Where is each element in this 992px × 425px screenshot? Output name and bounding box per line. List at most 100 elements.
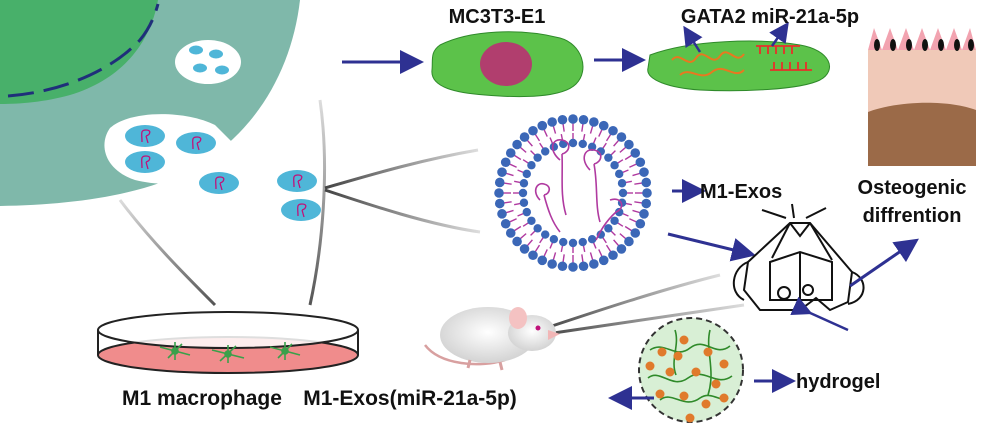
zoom-line-mouse-1 — [539, 273, 721, 332]
hydrogel-particle — [711, 379, 721, 389]
label-m1-exos-mir: M1-Exos(miR-21a-5p) — [303, 387, 517, 410]
lipid-head — [618, 188, 628, 198]
lipid-head — [505, 228, 516, 238]
exosome-bilayer — [494, 114, 652, 272]
hydrogel-particle — [691, 367, 701, 377]
macrophage-cell — [0, 0, 321, 221]
lipid-head — [559, 237, 568, 247]
lipid-head — [549, 234, 559, 244]
lipid-head — [497, 167, 507, 177]
skull-schematic — [733, 203, 865, 312]
lipid-head — [528, 250, 538, 261]
osteoblast-cell — [647, 21, 830, 92]
hydrogel-particle — [657, 347, 667, 357]
lipid-head — [494, 177, 505, 188]
hydrogel-particle — [703, 347, 713, 357]
lipid-head — [587, 234, 597, 244]
lipid-head — [624, 139, 634, 150]
label-osteogenic-1: Osteogenic — [858, 177, 967, 199]
lipid-head — [639, 209, 649, 219]
label-hydrogel: hydrogel — [796, 371, 880, 393]
lipid-head — [533, 224, 542, 233]
lipid-head — [518, 188, 528, 198]
lipid-head — [616, 132, 627, 142]
lipid-head — [587, 142, 597, 152]
lipid-head — [589, 259, 599, 269]
lipid-head — [635, 157, 646, 168]
label-gata2-mir: GATA2 miR-21a-5p — [681, 6, 859, 28]
lipid-head — [541, 230, 550, 239]
lipid-head — [541, 147, 550, 156]
lipid-head — [616, 244, 627, 254]
lipid-head — [568, 262, 578, 272]
mc3t3-cell — [431, 31, 584, 98]
lipid-head — [596, 230, 605, 239]
lipid-head — [522, 169, 532, 179]
lipid-head — [557, 261, 568, 272]
lipid-head — [500, 157, 511, 168]
lipid-head — [568, 114, 578, 124]
lipid-head — [614, 207, 624, 217]
lipid-head — [522, 207, 532, 217]
lipid-head — [505, 148, 516, 158]
lipid-head — [610, 216, 619, 225]
lipid-head — [527, 216, 536, 225]
lipid-head — [608, 125, 618, 136]
lipid-head — [537, 120, 548, 131]
arrow-skull-left — [790, 296, 849, 332]
lipid-head — [533, 153, 542, 162]
label-m1-macrophage: M1 macrophage — [122, 387, 282, 410]
label-m1-exos: M1-Exos — [700, 181, 782, 203]
lipid-head — [578, 139, 587, 149]
lipid-head — [630, 148, 641, 158]
zoom-line-exosome-bottom — [324, 188, 481, 234]
lipid-head — [557, 114, 568, 125]
hydrogel-particle — [673, 351, 683, 361]
lipid-head — [578, 237, 587, 247]
lipid-head — [568, 238, 578, 248]
lipid-head — [494, 198, 505, 209]
lipid-head — [596, 147, 605, 156]
arrow-exosome-to-skull — [667, 232, 756, 262]
lipid-head — [617, 179, 627, 188]
lipid-head — [519, 198, 529, 207]
lipid-head — [642, 188, 652, 198]
lipid-head — [549, 142, 559, 152]
lipid-head — [610, 161, 619, 170]
lipid-head — [519, 179, 529, 188]
hydrogel-particle — [679, 335, 689, 345]
lipid-head — [547, 117, 557, 127]
lipid-head — [512, 236, 522, 247]
arrow-to-osteogenic — [849, 238, 919, 288]
lipid-head — [641, 198, 652, 209]
hydrogel-sphere — [638, 317, 744, 423]
label-mc3t3: MC3T3-E1 — [449, 6, 546, 28]
lipid-head — [519, 244, 530, 254]
hydrogel-particle — [679, 391, 689, 401]
lipid-head — [547, 259, 557, 269]
hydrogel-particle — [719, 359, 729, 369]
lipid-head — [512, 139, 522, 150]
hydrogel-particle — [719, 393, 729, 403]
lipid-head — [500, 218, 511, 229]
lipid-head — [519, 132, 530, 142]
lipid-head — [589, 117, 599, 127]
lipid-head — [604, 224, 613, 233]
lipid-head — [608, 250, 618, 261]
hydrogel-particle — [685, 413, 695, 423]
lipid-head — [578, 261, 589, 272]
lipid-head — [494, 188, 504, 198]
hydrogel-particle — [701, 399, 711, 409]
zoom-line-exosome-top — [324, 148, 479, 190]
lipid-head — [528, 125, 538, 136]
mouse — [424, 307, 560, 371]
lipid-head — [641, 177, 652, 188]
lipid-head — [604, 153, 613, 162]
zoom-lines-dish — [118, 99, 327, 307]
hydrogel-particle — [665, 367, 675, 377]
lipid-head — [635, 218, 646, 229]
lipid-head — [639, 167, 649, 177]
lipid-head — [614, 169, 624, 179]
lipid-head — [624, 236, 634, 247]
